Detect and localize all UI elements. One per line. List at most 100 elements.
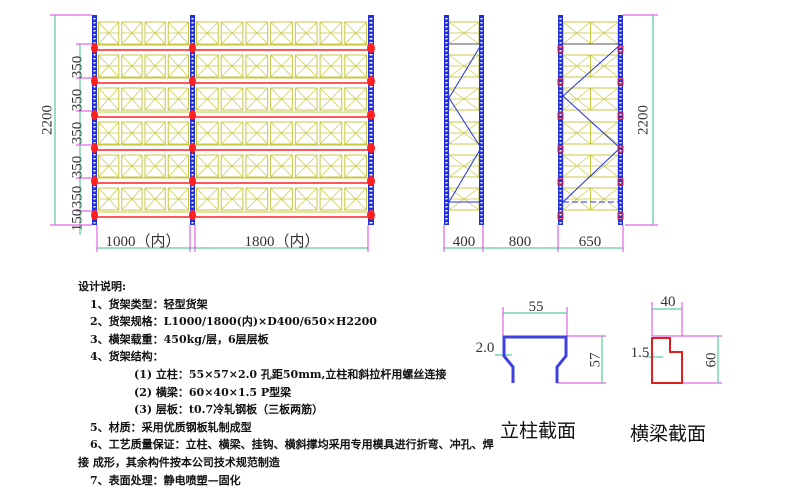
column-hole (369, 166, 373, 168)
column-hole (93, 22, 96, 24)
column-hole (619, 170, 622, 172)
column-hole (191, 42, 194, 44)
level-spacing-label: 350 (69, 122, 85, 145)
column-hole (619, 166, 622, 168)
column-hole (480, 210, 483, 212)
column-hole (93, 62, 96, 64)
beam-height-label: 60 (703, 353, 719, 368)
column-hole (93, 130, 96, 132)
column-hole (559, 94, 562, 96)
column-hole (445, 98, 448, 100)
structure-item: (1) 立柱：55×57×2.0 孔距50mm,立柱和斜拉杆用螺丝连接 (134, 367, 447, 381)
column-hole (619, 222, 622, 224)
column-hole (191, 138, 194, 140)
column-hole (445, 58, 448, 60)
column-hole (445, 54, 448, 56)
column-hole (480, 94, 483, 96)
column-hole (559, 114, 562, 116)
column-hole (480, 122, 483, 124)
column-hole (445, 86, 448, 88)
column-hole (559, 110, 562, 112)
beam-connector (557, 145, 564, 153)
column-hole (445, 118, 448, 120)
column-hole (559, 70, 562, 72)
column-hole (619, 90, 622, 92)
column-hole (619, 198, 622, 200)
bay-width-label: 1000（内） (105, 233, 180, 250)
column-hole (619, 138, 622, 140)
column-hole (480, 30, 483, 32)
column-hole (559, 26, 562, 28)
column-hole (445, 162, 448, 164)
column-hole (445, 154, 448, 156)
column-hole (191, 34, 194, 36)
diagonal-brace (562, 147, 621, 203)
column-hole (369, 58, 373, 60)
column-section-caption: 立柱截面 (500, 420, 576, 442)
column-hole (93, 54, 96, 56)
column-hole (369, 90, 373, 92)
column-hole (559, 210, 562, 212)
column-hole (93, 142, 96, 144)
column-hole (93, 190, 96, 192)
column-hole (369, 94, 373, 96)
column-hole (369, 30, 373, 32)
column-hole (480, 78, 483, 80)
column-hole (191, 90, 194, 92)
column-hole (480, 58, 483, 60)
column-hole (445, 166, 448, 168)
column-hole (559, 106, 562, 108)
column-hole (480, 46, 483, 48)
notes-title: 设计说明: (78, 280, 127, 293)
column-hole (93, 138, 96, 140)
design-notes: 设计说明: 1、货架类型：轻型货架 2、货架规格：L1000/1800(内)×D… (78, 278, 494, 489)
column-hole (559, 186, 562, 188)
column-hole (559, 170, 562, 172)
column-hole (369, 62, 373, 64)
column-hole (559, 138, 562, 140)
beam-connector (91, 210, 98, 220)
column-hole (93, 206, 96, 208)
column-hole (191, 62, 194, 64)
diagonal-brace (448, 97, 482, 149)
diagonal-brace (448, 147, 482, 203)
diagonal-brace (562, 44, 621, 97)
column-hole (480, 206, 483, 208)
column-hole (480, 194, 483, 196)
column-hole (369, 186, 373, 188)
column-hole (480, 38, 483, 40)
column-hole (619, 26, 622, 28)
column-hole (559, 166, 562, 168)
column-hole (191, 206, 194, 208)
diagonal-brace (562, 95, 621, 149)
beam-connector (189, 143, 196, 153)
column-hole (445, 50, 448, 52)
column-hole (619, 182, 622, 184)
column-hole (559, 142, 562, 144)
column-hole (93, 30, 96, 32)
column-hole (93, 106, 96, 108)
column-hole (369, 70, 373, 72)
column-hole (559, 38, 562, 40)
column-hole (559, 146, 562, 148)
column-hole (445, 222, 448, 224)
column-hole (191, 58, 194, 60)
column-hole (619, 114, 622, 116)
column-hole (191, 66, 194, 68)
column-hole (369, 134, 373, 136)
note-item: 5、材质：采用优质钢板轧制成型 (90, 420, 252, 434)
beam-connector (617, 178, 624, 186)
column-hole (445, 134, 448, 136)
column-hole (559, 98, 562, 100)
column-hole (93, 170, 96, 172)
column-hole (191, 38, 194, 40)
column-hole (559, 30, 562, 32)
column-hole (369, 22, 373, 24)
diagonal-brace (448, 44, 482, 99)
column-hole (480, 190, 483, 192)
column-hole (369, 122, 373, 124)
level-spacing-label: 350 (69, 56, 85, 79)
column-hole (445, 34, 448, 36)
level-spacing-label: 150 (69, 209, 85, 232)
column-hole (619, 86, 622, 88)
